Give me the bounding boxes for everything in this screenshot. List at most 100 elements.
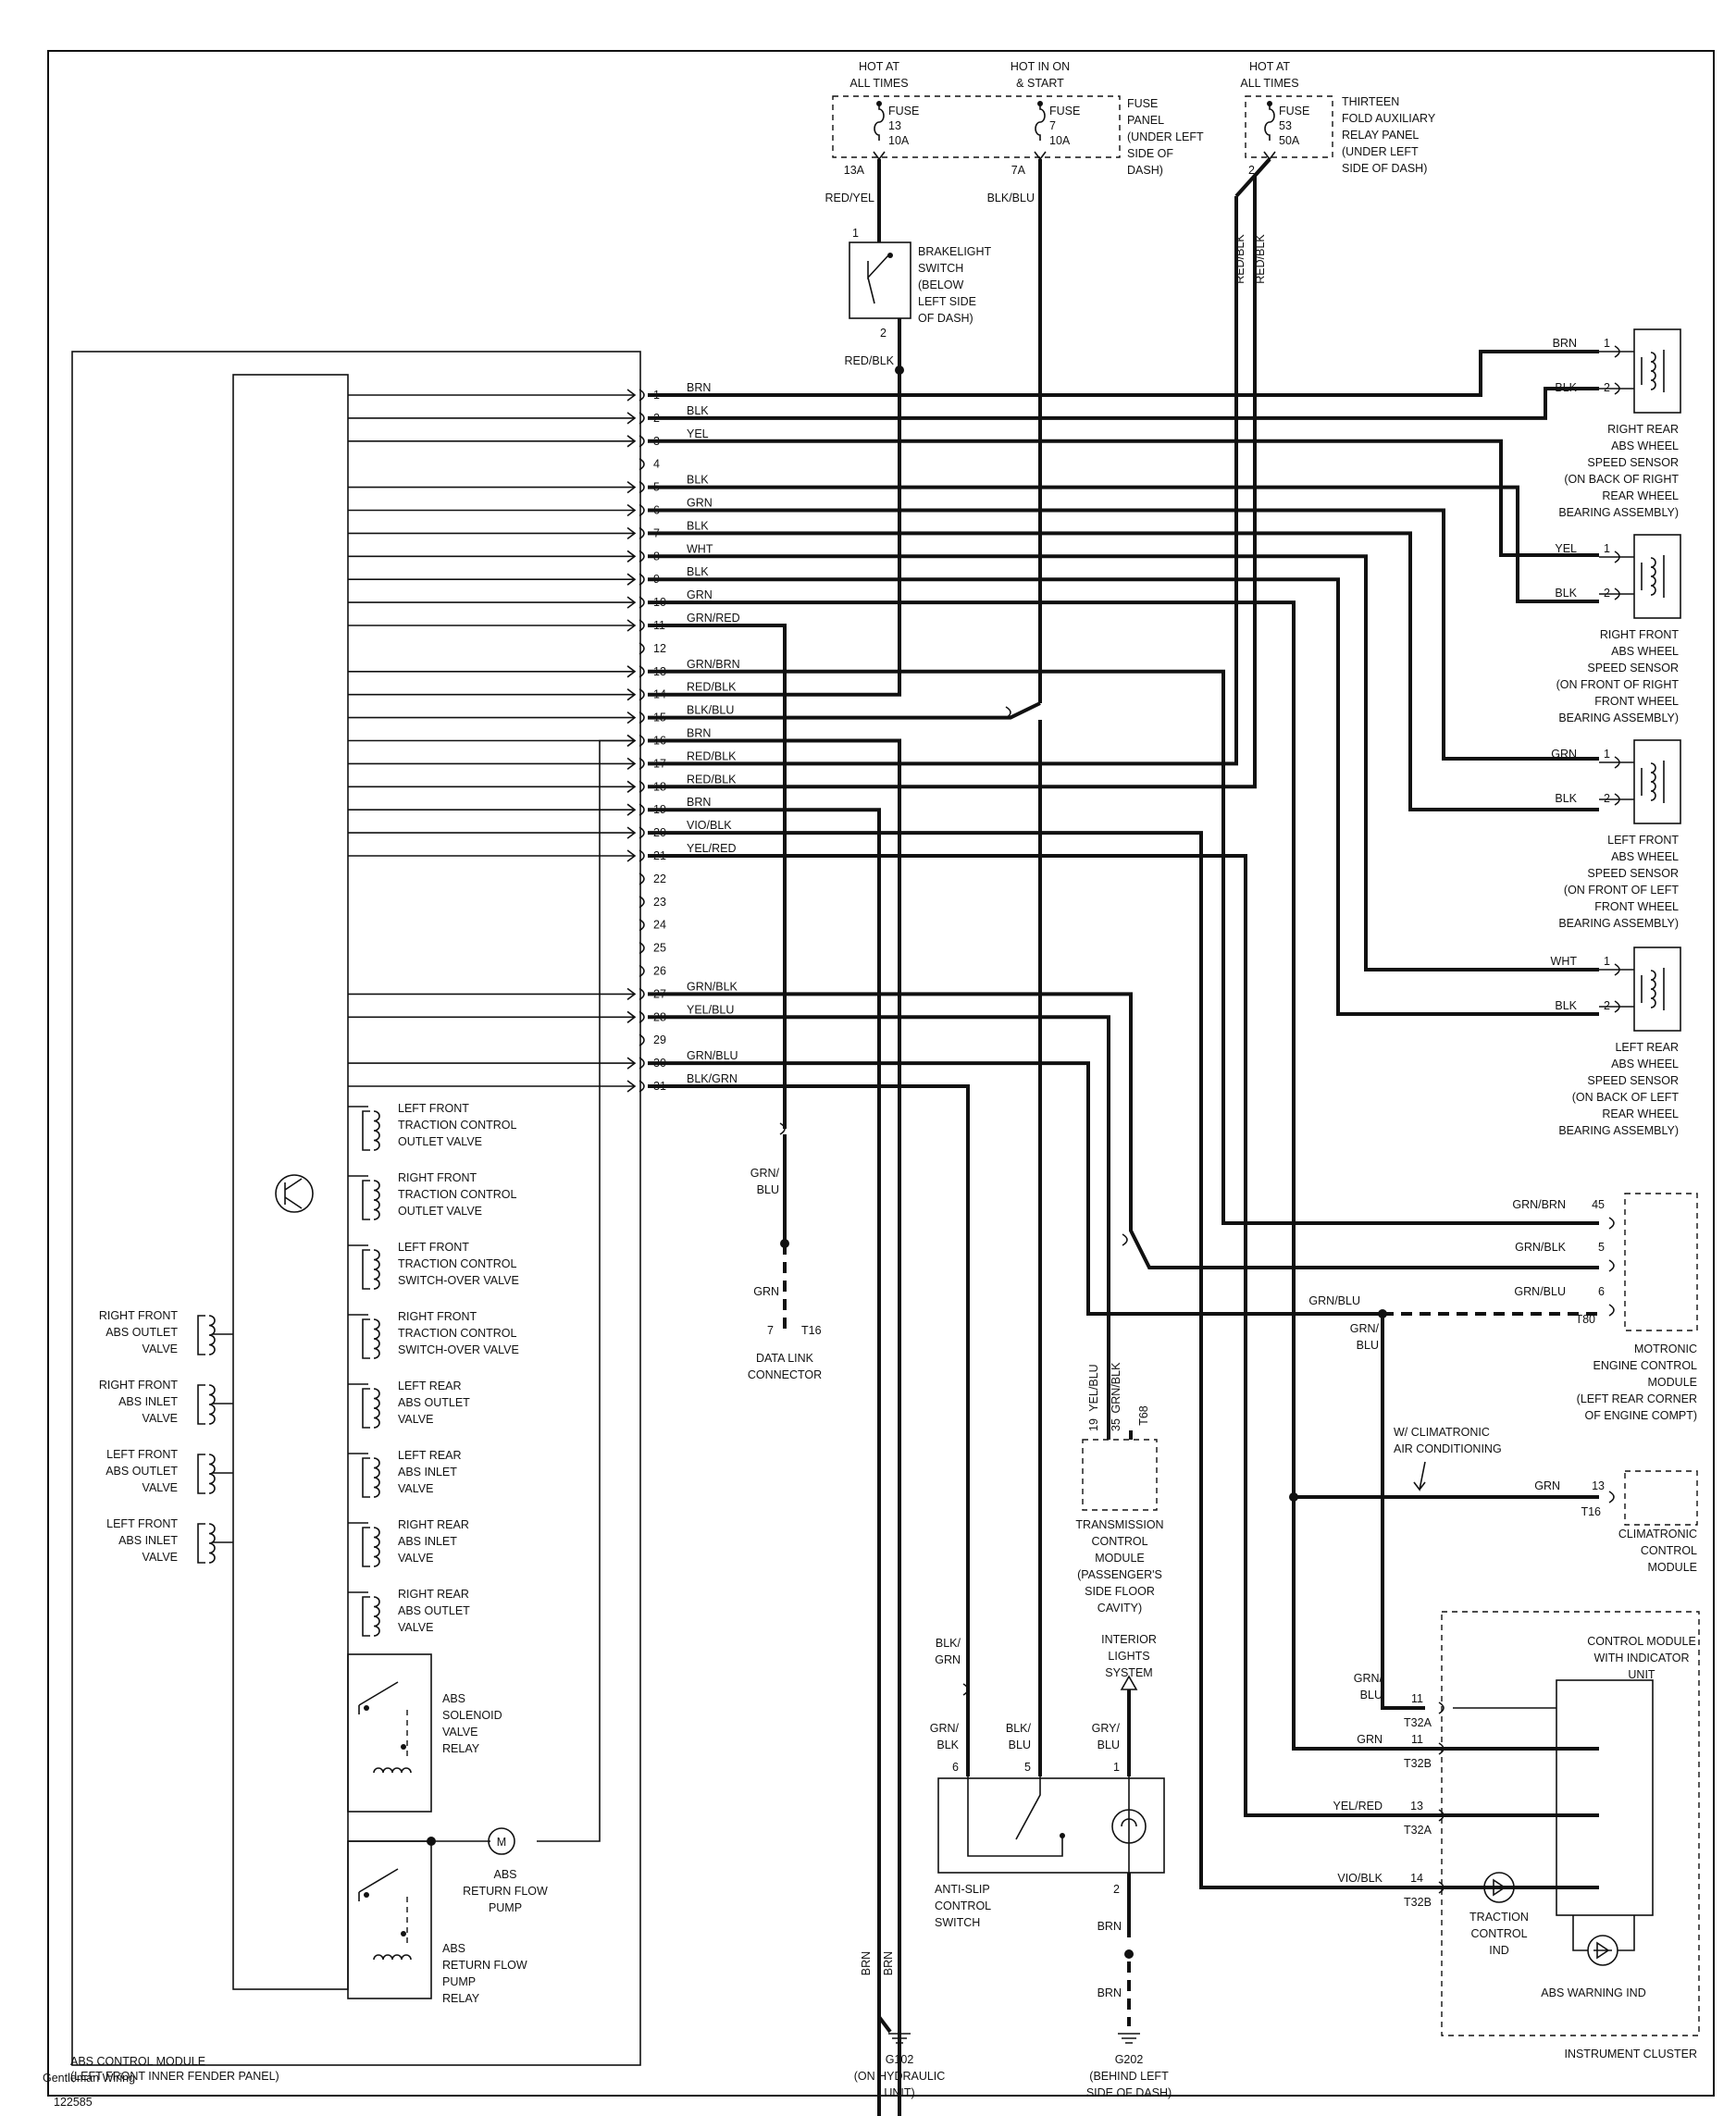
speed-sensor-label: FRONT WHEEL (1594, 695, 1679, 708)
motronic-wire-color: GRN/BLK (1515, 1241, 1567, 1254)
fuse-arrow (1263, 151, 1276, 161)
connector-terminal (639, 872, 645, 885)
motronic-connector: T80 (1575, 1313, 1595, 1326)
speed-sensor-label: SPEED SENSOR (1587, 662, 1679, 674)
wire-pin14-red-blk (648, 370, 901, 697)
sensor-pin: 1 (1604, 337, 1610, 350)
connector-wire-color: BRN (687, 796, 711, 809)
connector-terminal (639, 688, 645, 701)
left-valve-label: RIGHT FRONT (99, 1309, 179, 1322)
connector-wire-color: BLK (687, 519, 709, 532)
tcm-pin: 35 (1110, 1418, 1122, 1431)
tcm-wire-color: YEL/BLU (1087, 1364, 1100, 1411)
pin-arrow (626, 780, 637, 793)
left-valve-coil-bracket (197, 1523, 205, 1564)
abs-module-label: ABS CONTROL MODULE (70, 2055, 205, 2068)
sensor-wire-color: BRN (1553, 337, 1577, 350)
tcm-connector: T68 (1137, 1405, 1150, 1426)
internal-valve-label: ABS INLET (398, 1535, 457, 1548)
wire-pin13-grn-brn (648, 669, 1599, 1225)
pin-arrow (626, 503, 637, 517)
wire-label: GRN/BLU (1308, 1294, 1360, 1307)
cluster-connector: T32B (1404, 1757, 1432, 1770)
dlc-label: DATA LINK (756, 1352, 814, 1365)
cluster-wire-color: GRN/ (1354, 1672, 1383, 1685)
connector-terminal (639, 849, 645, 862)
sensor-wire-color: YEL (1555, 542, 1577, 555)
pump-relay-coil (373, 1954, 412, 1961)
wire-pin11-grn-red (648, 624, 787, 1129)
pin-arrow (626, 412, 637, 425)
cluster-module-label: UNIT (1628, 1668, 1655, 1681)
speed-sensor-label: BEARING ASSEMBLY) (1558, 917, 1679, 930)
internal-valve-coil (373, 1457, 380, 1498)
connector-wire-color: YEL/RED (687, 842, 737, 855)
relay-panel-label: RELAY PANEL (1342, 129, 1419, 142)
pump-motor-symbol: M (497, 1836, 506, 1849)
connector-pin-number: 29 (653, 1033, 666, 1046)
motronic-terminal (1608, 1304, 1615, 1317)
pin-arrow (626, 1057, 637, 1070)
anti-slip-wire-color: BLK (936, 1739, 959, 1751)
cluster-module-label: CONTROL MODULE (1587, 1635, 1696, 1648)
pump-relay-label: RELAY (442, 1992, 480, 2005)
wire-label: RED/BLK (845, 354, 895, 367)
climatronic-connector: T16 (1581, 1505, 1601, 1518)
motronic-label: MOTRONIC (1634, 1343, 1697, 1355)
climatronic-label: MODULE (1648, 1561, 1697, 1574)
speed-sensor-coil (1650, 557, 1656, 596)
cluster-wire-color: VIO/BLK (1337, 1872, 1383, 1885)
speed-sensor-label: REAR WHEEL (1602, 489, 1679, 502)
connector-terminal (639, 435, 645, 448)
internal-valve-label: RIGHT FRONT (398, 1310, 477, 1323)
pump-motor-label: RETURN FLOW (463, 1885, 548, 1898)
speed-sensor-label: ABS WHEEL (1611, 645, 1679, 658)
connector-wire-color: RED/BLK (687, 749, 737, 762)
speed-sensor-label: BEARING ASSEMBLY) (1558, 1124, 1679, 1137)
sensor-wire-color: BLK (1555, 587, 1577, 600)
anti-slip-contact (1015, 1776, 1041, 1840)
wire-label: GRN (1534, 1479, 1560, 1492)
connector-pin-number: 24 (653, 919, 666, 932)
internal-valve-label: ABS OUTLET (398, 1604, 470, 1617)
wire-label: GRN/ (750, 1167, 780, 1180)
sensor-pin: 2 (1604, 587, 1610, 600)
watermark: Gentleman Wiring (43, 2072, 135, 2085)
connector-wire-color: WHT (687, 542, 713, 555)
internal-valve-coil (373, 1388, 380, 1429)
tcm-label: CAVITY) (1097, 1602, 1142, 1615)
instrument-cluster-label: INSTRUMENT CLUSTER (1564, 2048, 1697, 2060)
internal-valve-label: RIGHT FRONT (398, 1171, 477, 1184)
wire-crossing (1122, 1233, 1128, 1246)
pin-arrow (626, 435, 637, 448)
speed-sensor-label: REAR WHEEL (1602, 1107, 1679, 1120)
connector-terminal (639, 480, 645, 494)
connector-terminal (639, 389, 645, 402)
climatronic-note: AIR CONDITIONING (1394, 1442, 1502, 1455)
wire-crossing (1005, 706, 1011, 719)
speed-sensor-coil (1650, 352, 1656, 390)
internal-valve-coil-bracket (362, 1180, 370, 1220)
fuse-terminal: 2 (1248, 164, 1255, 177)
left-valve-coil (208, 1523, 216, 1564)
motronic-wire-color: GRN/BLU (1514, 1285, 1566, 1298)
switch-pin: 2 (880, 327, 887, 340)
left-valve-label: ABS INLET (118, 1395, 178, 1408)
climatronic-label: CLIMATRONIC (1618, 1528, 1697, 1541)
ground-g202-label: G202 (1115, 2053, 1144, 2066)
connector-terminal (639, 803, 645, 816)
fuse-supply-label: HOT AT (859, 60, 899, 73)
climatronic-note: W/ CLIMATRONIC (1394, 1426, 1490, 1439)
motronic-label: OF ENGINE COMPT) (1584, 1409, 1697, 1422)
connector-terminal (639, 503, 645, 517)
speed-sensor-label: BEARING ASSEMBLY) (1558, 712, 1679, 724)
ground-g102-label: G102 (886, 2053, 914, 2066)
wire-pin5-blk (648, 485, 1599, 603)
connector-terminal (639, 941, 645, 955)
wire-pin9-blk (648, 577, 1599, 1016)
pin-arrow (626, 1080, 637, 1093)
fuse-panel-box (832, 95, 1121, 158)
pump-motor-icon (488, 1827, 515, 1855)
pin-arrow (626, 596, 637, 609)
left-valve-coil-bracket (197, 1384, 205, 1425)
